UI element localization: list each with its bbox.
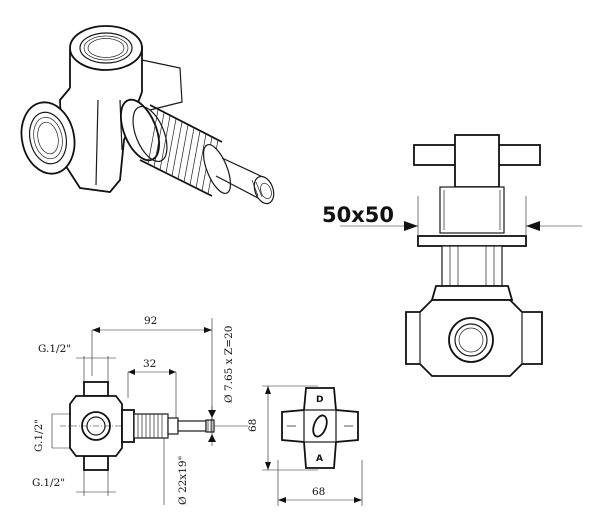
thread-bottom-label: G.1/2" (32, 477, 65, 489)
handle-top-view: 68 68 D A (247, 385, 363, 506)
front-port (448, 317, 494, 363)
mark-bottom: A (316, 454, 323, 464)
spindle-length-label: 32 (143, 358, 156, 370)
spindle-spec-label: Ø 7.65 x Z=20 (223, 326, 235, 403)
handle-hub (454, 134, 500, 188)
shank-spec-label: Ø 22x19" (177, 456, 189, 505)
handle-height-label: 68 (247, 419, 259, 432)
front-view-with-handle: 50x50 (322, 134, 582, 377)
face-size-label: 50x50 (322, 203, 394, 227)
cover-plate (417, 235, 527, 247)
isometric-valve-view (20, 25, 275, 205)
mark-top: D (316, 395, 323, 405)
face-size-dimension (340, 196, 582, 236)
overall-length-label: 92 (144, 315, 157, 327)
thread-side-label: G.1/2" (33, 419, 45, 452)
side-view-dimensioned: 92 32 G.1/2" G.1/2" G.1/2" Ø (32, 315, 248, 505)
handle-width-label: 68 (312, 486, 325, 498)
thread-top-label: G.1/2" (38, 343, 71, 355)
